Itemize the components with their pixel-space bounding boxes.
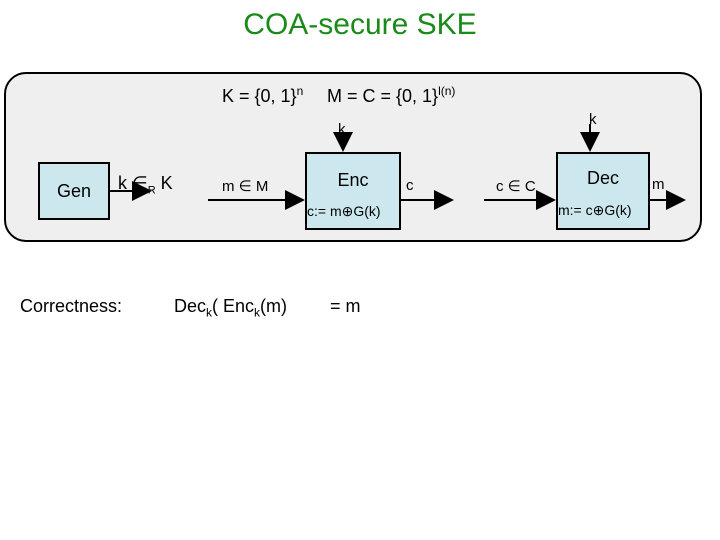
enc-formula: c:= m⊕G(k) bbox=[307, 203, 381, 219]
gen-output-label: k ∈R K bbox=[118, 173, 173, 197]
dec-formula: m:= c⊕G(k) bbox=[558, 202, 632, 218]
dec-label: Dec bbox=[586, 168, 619, 188]
gen-label: Gen bbox=[56, 181, 92, 201]
page-title: COA-secure SKE bbox=[243, 8, 477, 41]
dec-key-label: k bbox=[589, 111, 597, 128]
enc-message-label: m ∈ M bbox=[222, 178, 269, 195]
enc-key-label: k bbox=[338, 121, 346, 138]
enc-label: Enc bbox=[337, 170, 369, 190]
dec-box: Dec bbox=[556, 152, 650, 230]
enc-output-label: c bbox=[406, 177, 414, 194]
correctness-label: Correctness: bbox=[20, 296, 123, 316]
key-space-label: K = {0, 1}n bbox=[222, 84, 304, 106]
message-ciphertext-space-label: M = C = {0, 1}l(n) bbox=[327, 84, 456, 106]
dec-ciphertext-label: c ∈ C bbox=[496, 178, 536, 195]
gen-box: Gen bbox=[38, 162, 110, 220]
correctness-result: = m bbox=[330, 296, 361, 316]
enc-box: Enc bbox=[305, 152, 401, 230]
correctness-expression: Deck( Enck(m) bbox=[174, 296, 288, 320]
dec-output-label: m bbox=[652, 176, 665, 193]
